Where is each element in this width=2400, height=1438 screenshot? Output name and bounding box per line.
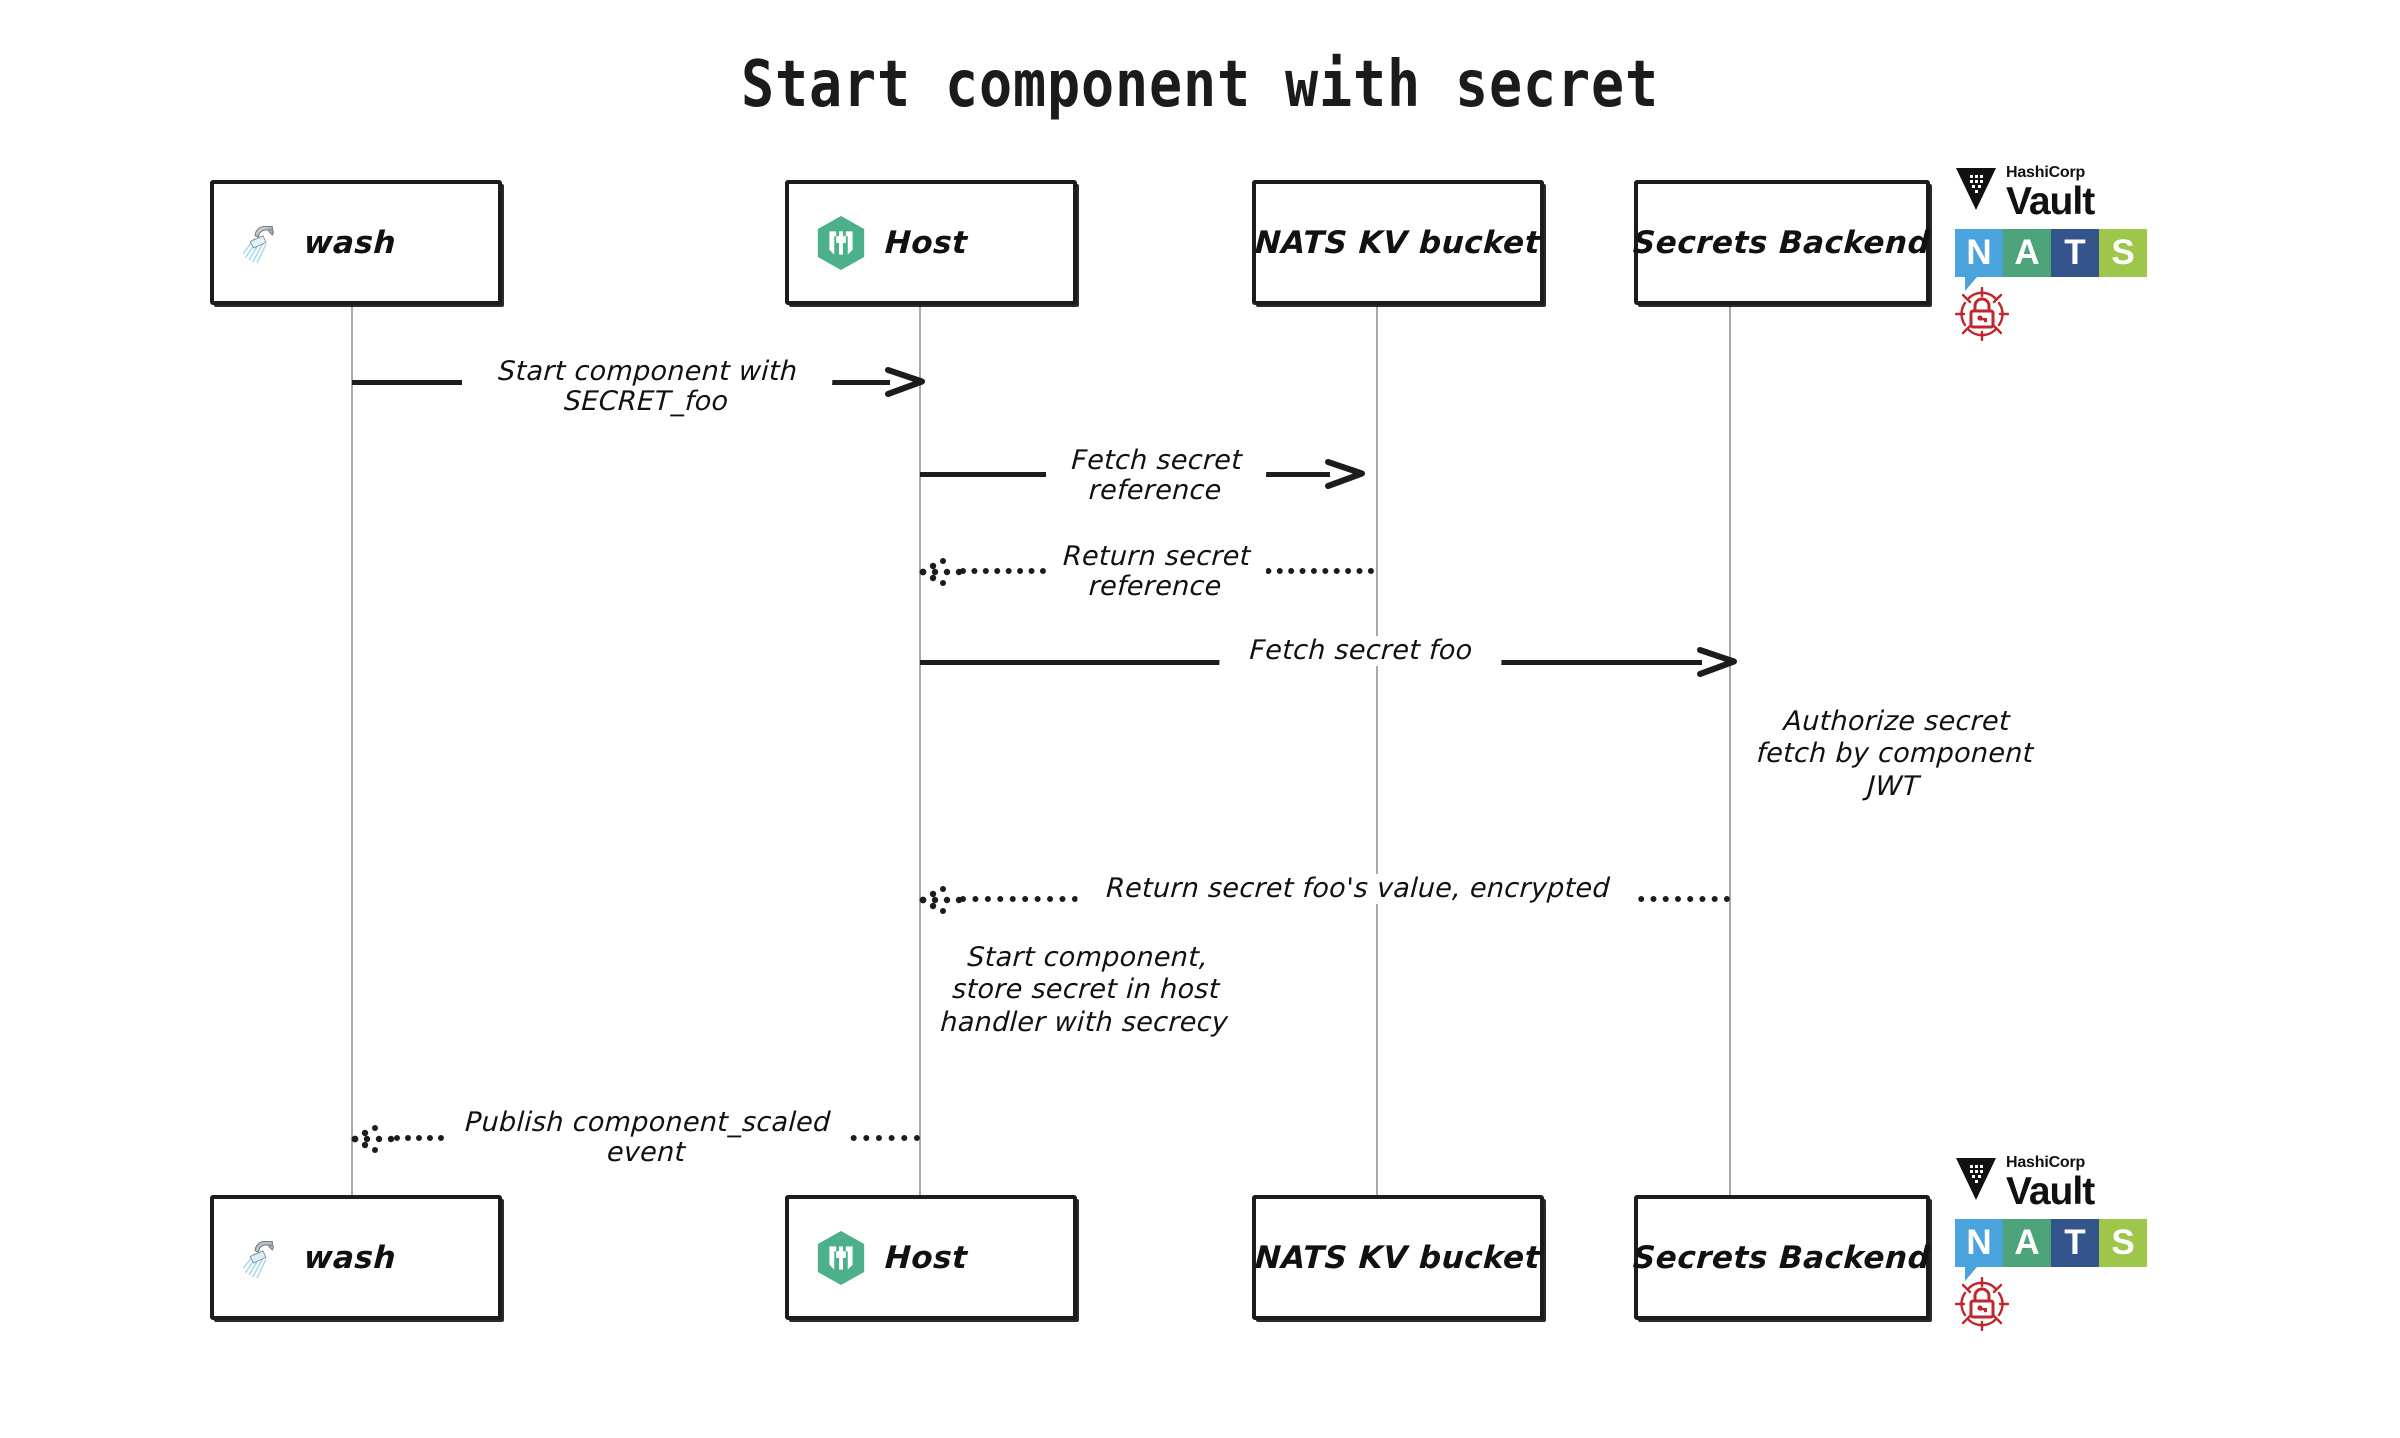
logo-cluster-top: HashiCorp Vault N A T S: [1955, 165, 2147, 341]
participant-box-natskv-top[interactable]: NATS KV bucket: [1252, 180, 1544, 305]
participant-box-secrets-top[interactable]: Secrets Backend: [1632, 180, 1932, 305]
message-line: [1490, 660, 1702, 665]
lifeline-host: [919, 300, 921, 1200]
message-line-dotted: [838, 1135, 920, 1141]
shower-icon: [242, 225, 274, 263]
participant-label-host: Host: [884, 1239, 969, 1276]
participant-box-natskv-bottom[interactable]: NATS KV bucket: [1252, 1195, 1544, 1320]
nats-tile-t: T: [2051, 229, 2099, 277]
message-label: Return secret foo's value, encrypted: [1077, 873, 1639, 905]
message-label: Start component with SECRET_foo: [460, 356, 834, 418]
lifeline-wash: [351, 300, 353, 1200]
vault-product-label: Vault: [2006, 180, 2095, 223]
participant-label-secrets: Secrets Backend: [1632, 224, 1932, 261]
message-line-dotted: [1626, 896, 1730, 902]
vault-logo: HashiCorp Vault: [1955, 1155, 2147, 1213]
nats-tile-a: A: [2003, 229, 2051, 277]
secure-lock-icon: [1955, 287, 2009, 341]
message-line-dotted: [394, 1135, 444, 1141]
vault-triangle-icon: [1956, 168, 1996, 210]
shower-icon: [242, 1240, 274, 1278]
message-label: Fetch secret reference: [1044, 445, 1268, 507]
wasmcloud-hex-icon: [817, 1230, 865, 1285]
participant-label-natskv: NATS KV bucket: [1254, 224, 1542, 261]
message-line-dotted: [1254, 568, 1374, 574]
nats-logo: N A T S: [1955, 229, 2147, 291]
participant-box-wash-top[interactable]: wash: [210, 180, 502, 305]
message-label: Publish component_scaled event: [442, 1107, 852, 1169]
lifeline-secrets: [1729, 300, 1731, 1200]
wasmcloud-hex-icon: [817, 215, 865, 270]
participant-box-secrets-bottom[interactable]: Secrets Backend: [1632, 1195, 1932, 1320]
message-line: [352, 380, 462, 385]
logo-cluster-bottom: HashiCorp Vault N A T S: [1955, 1155, 2147, 1331]
nats-logo: N A T S: [1955, 1219, 2147, 1281]
nats-speech-tail-icon: [1965, 277, 1977, 291]
nats-tile-s: S: [2099, 229, 2147, 277]
note-authorize-secret-fetch: Authorize secret fetch by component JWT: [1755, 706, 2035, 802]
lifeline-natskv: [1376, 300, 1378, 1200]
vault-brand-label: HashiCorp: [2006, 164, 2086, 181]
participant-box-host-top[interactable]: Host: [785, 180, 1077, 305]
message-label: Fetch secret foo: [1219, 635, 1503, 667]
participant-label-host: Host: [884, 224, 969, 261]
vault-brand-label: HashiCorp: [2006, 1154, 2086, 1171]
message-line: [1254, 472, 1330, 477]
participant-box-host-bottom[interactable]: Host: [785, 1195, 1077, 1320]
participant-box-wash-bottom[interactable]: wash: [210, 1195, 502, 1320]
secure-lock-icon: [1955, 1277, 2009, 1331]
participant-label-natskv: NATS KV bucket: [1254, 1239, 1542, 1276]
participant-label-secrets: Secrets Backend: [1632, 1239, 1932, 1276]
message-line-dotted: [960, 896, 1078, 902]
note-start-component-store-secret: Start component, store secret in host ha…: [939, 942, 1229, 1038]
vault-product-label: Vault: [2006, 1170, 2095, 1213]
vault-logo: HashiCorp Vault: [1955, 165, 2147, 223]
message-line: [820, 380, 890, 385]
message-label: Return secret reference: [1044, 541, 1268, 603]
page-title: Start component with secret: [741, 48, 1659, 122]
nats-tile-s: S: [2099, 1219, 2147, 1267]
message-line-dotted: [960, 568, 1046, 574]
message-line: [920, 660, 1220, 665]
nats-tile-t: T: [2051, 1219, 2099, 1267]
participant-label-wash: wash: [303, 224, 398, 261]
nats-tile-a: A: [2003, 1219, 2051, 1267]
nats-tile-n: N: [1955, 1219, 2003, 1267]
nats-tile-n: N: [1955, 229, 2003, 277]
message-line: [920, 472, 1046, 477]
vault-triangle-icon: [1956, 1158, 1996, 1200]
nats-speech-tail-icon: [1965, 1267, 1977, 1281]
participant-label-wash: wash: [303, 1239, 398, 1276]
